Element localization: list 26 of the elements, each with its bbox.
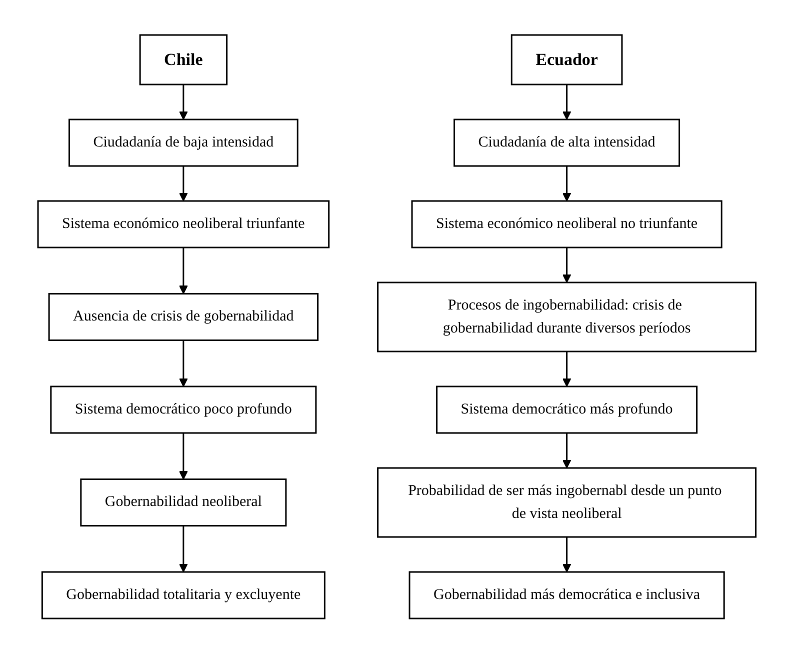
- node-box: Ausencia de crisis de gobernabilidad: [48, 293, 318, 342]
- node-box: Probabilidad de ser más ingobernabl desde un punto de vista neoliberal: [376, 468, 756, 538]
- node-box: Sistema económico neoliberal no triunfante: [410, 200, 722, 248]
- arrow: [178, 248, 188, 294]
- arrow: [178, 166, 188, 202]
- node-box: Sistema económico neoliberal triunfante: [36, 200, 330, 248]
- arrow: [562, 537, 571, 573]
- node-box: Sistema democrático poco profundo: [50, 386, 316, 434]
- arrow: [178, 84, 188, 120]
- node-box: Gobernabilidad neoliberal: [80, 478, 286, 527]
- arrow: [178, 526, 188, 573]
- node-box: Gobernabilidad totalitaria y excluyente: [41, 571, 326, 620]
- node-box: Ecuador: [510, 34, 622, 86]
- node-box: Chile: [138, 34, 228, 86]
- node-box: Procesos de ingobernabilidad: crisis de gobernabilidad durante diversos períodos: [376, 282, 756, 352]
- arrow: [562, 166, 571, 202]
- arrow: [562, 84, 571, 120]
- arrow: [178, 433, 188, 480]
- node-box: Gobernabilidad más democrática e inclusiva: [408, 571, 724, 620]
- node-box: Ciudadanía de alta intensidad: [453, 119, 680, 167]
- arrow: [562, 433, 571, 469]
- arrow: [562, 248, 571, 284]
- node-box: Sistema democrático más profundo: [436, 386, 698, 434]
- arrow: [178, 340, 188, 388]
- arrow: [562, 352, 571, 388]
- node-box: Ciudadanía de baja intensidad: [68, 119, 298, 167]
